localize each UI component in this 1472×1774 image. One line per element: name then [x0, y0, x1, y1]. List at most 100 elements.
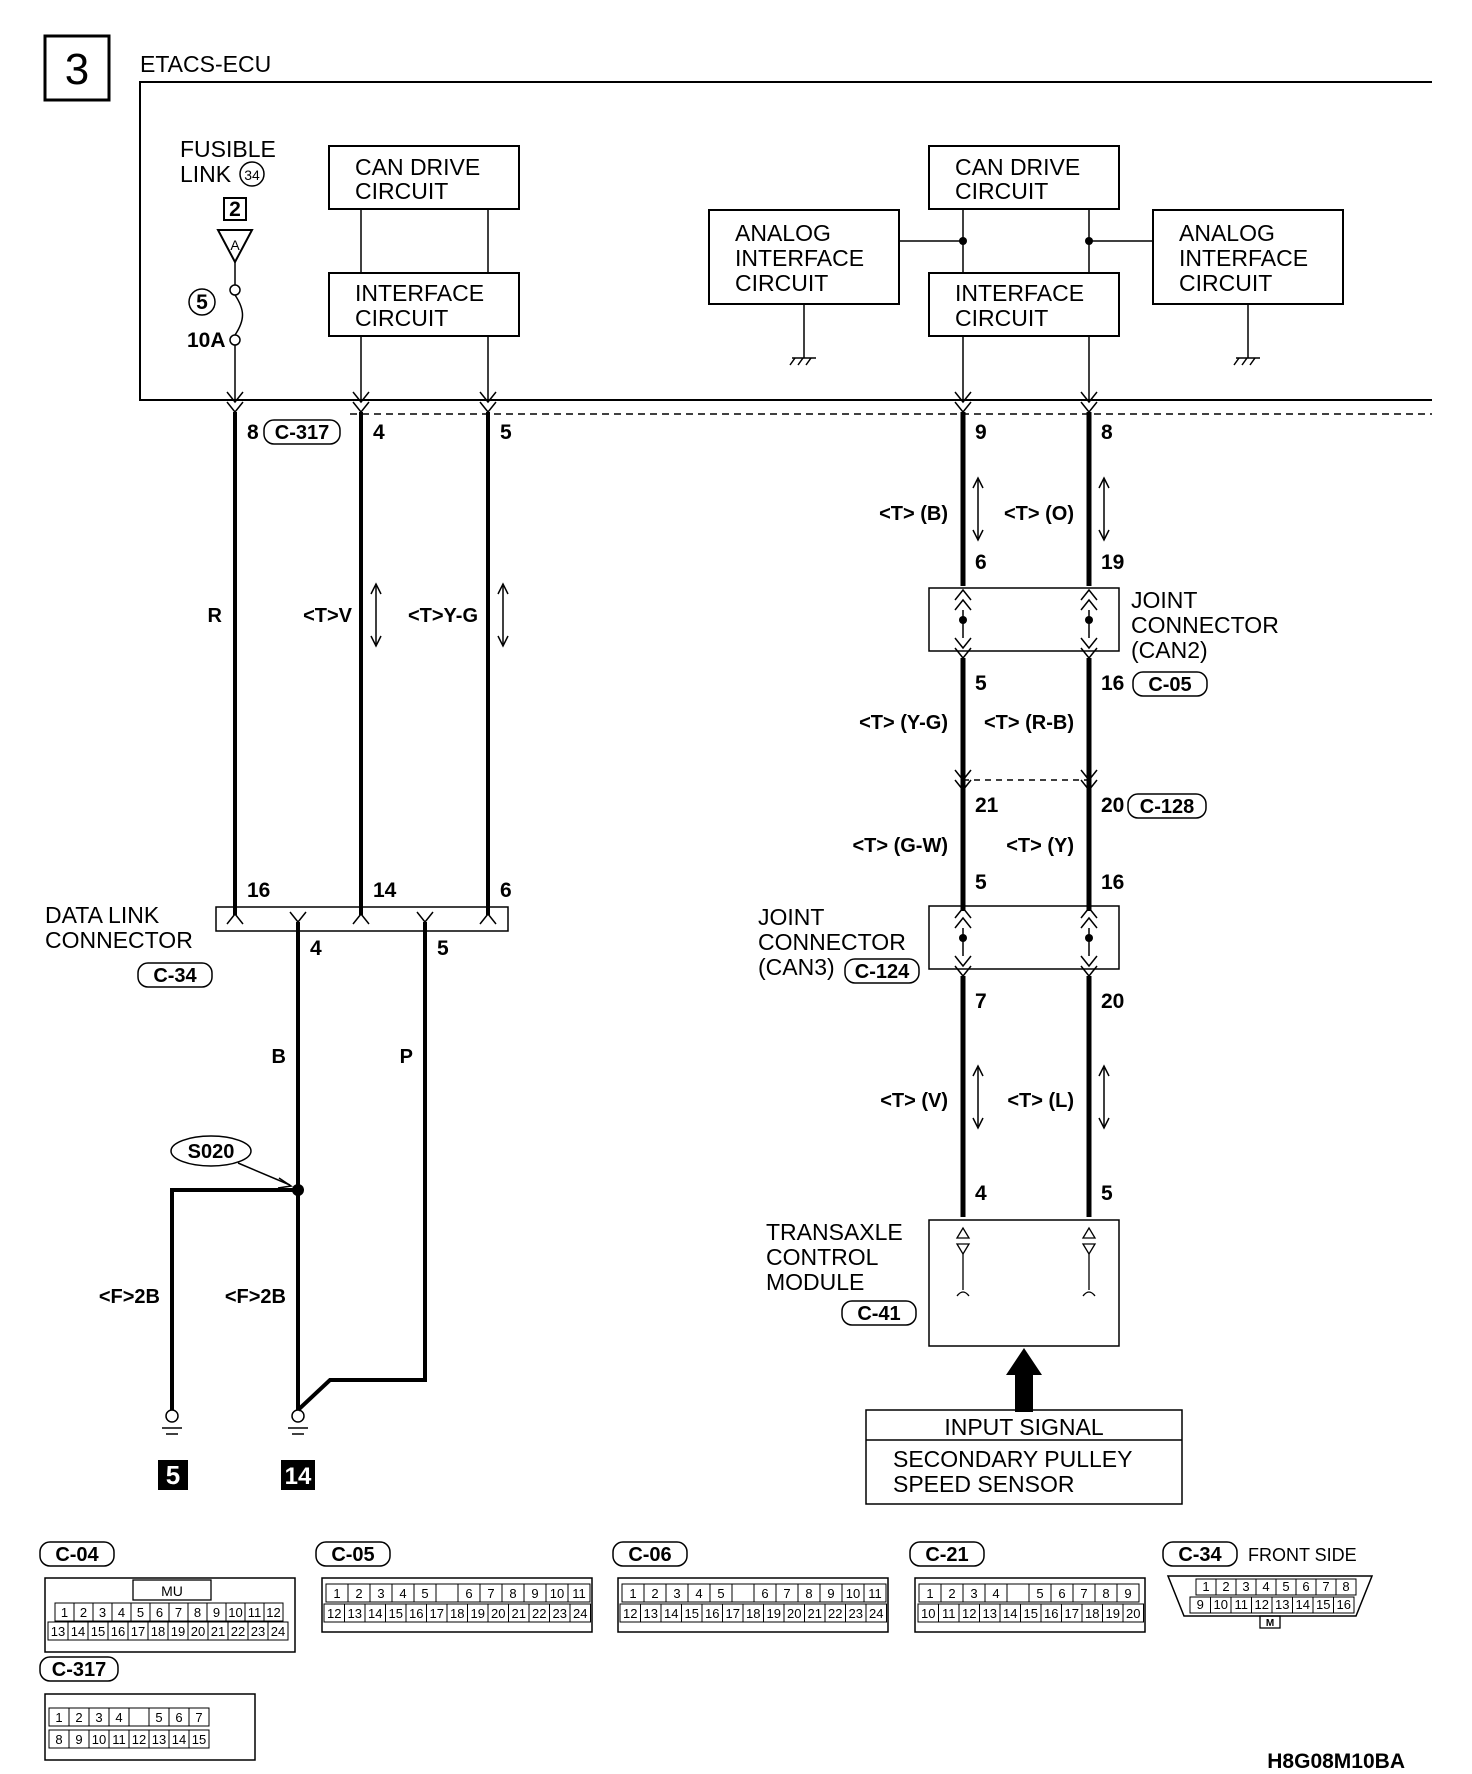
c06-name: C-06	[628, 1544, 671, 1566]
connector-cavity	[1335, 1578, 1357, 1596]
connector-pin-number: 1	[333, 1586, 340, 1601]
connector-pin-number: 15	[192, 1732, 206, 1747]
connector-pin-number: 23	[251, 1624, 265, 1639]
right-interface-circuit: INTERFACE CIRCUIT	[928, 272, 1120, 337]
bidirectional-arrow-icon	[497, 582, 509, 648]
fusible-link: FUSIBLE LINK 34 2 A 5 10A	[180, 136, 276, 400]
wire-label-f2b-right: <F>2B	[225, 1286, 286, 1308]
connector-pin-number: 4	[1262, 1579, 1269, 1594]
c128-tag: C-128	[1140, 796, 1194, 818]
connector-pin-number: 3	[99, 1605, 106, 1620]
connector-pin-number: 17	[430, 1606, 444, 1621]
tcm-label2: CONTROL	[766, 1244, 879, 1270]
connector-cavity	[731, 1583, 755, 1603]
connector-pin-number: 23	[553, 1606, 567, 1621]
connector-pin-number: 20	[491, 1606, 505, 1621]
c04-mark: MU	[161, 1583, 183, 1599]
connector-pin-number: 5	[717, 1586, 724, 1601]
connector-pin-number: 5	[1036, 1586, 1043, 1601]
analog-interface-left: ANALOG INTERFACE CIRCUIT	[708, 209, 967, 366]
analog-right-line1: ANALOG	[1179, 220, 1275, 246]
can2-pin6: 6	[975, 551, 987, 574]
connector-pin-number: 3	[970, 1586, 977, 1601]
connector-cavity	[1006, 1583, 1030, 1603]
connector-pin-number: 1	[926, 1586, 933, 1601]
input-arrow-icon	[1006, 1348, 1042, 1412]
wire-label-tv2: <T> (V)	[880, 1090, 948, 1112]
connector-pin-number: 6	[175, 1710, 182, 1725]
connector-tag-c128: C-128	[1127, 793, 1207, 819]
connector-pin-number: 16	[1044, 1606, 1058, 1621]
connector-pin-number: 2	[651, 1586, 658, 1601]
dlc-pin14: 14	[373, 879, 397, 902]
wire-label-b: B	[272, 1046, 286, 1068]
connector-pin-number: 11	[248, 1605, 262, 1620]
connector-pin-number: 5	[155, 1710, 162, 1725]
connector-pin-number: 8	[805, 1586, 812, 1601]
connector-cavity	[128, 1707, 150, 1727]
connector-pin-number: 14	[172, 1732, 186, 1747]
wire-label-f2b-left: <F>2B	[99, 1286, 160, 1308]
connector-pin-number: 2	[75, 1710, 82, 1725]
connector-pin-number: 15	[389, 1606, 403, 1621]
can3-pin16: 16	[1101, 871, 1124, 894]
connector-cavity	[865, 1603, 887, 1623]
connector-cavity	[267, 1621, 289, 1641]
connector-pin-number: 13	[644, 1606, 658, 1621]
bidirectional-arrow-icon	[370, 582, 382, 648]
connector-pin-number: 9	[1124, 1586, 1131, 1601]
can2-pin16: 16	[1101, 672, 1124, 695]
wire-label-tv: <T>V	[303, 605, 353, 627]
connector-pin-number: 22	[828, 1606, 842, 1621]
connector-pin-number: 4	[992, 1586, 999, 1601]
connector-pin-number: 20	[1126, 1606, 1140, 1621]
ecu-pin-markers	[226, 391, 1098, 414]
transaxle-control-module: TRANSAXLE CONTROL MODULE C-41	[766, 1219, 1120, 1347]
ground-icon	[288, 1409, 308, 1435]
connector-pin-number: 13	[152, 1732, 166, 1747]
c317-tag: C-317	[275, 422, 329, 444]
ground-icon	[162, 1409, 182, 1435]
wire-label-to: <T> (O)	[1004, 503, 1074, 525]
can3-pin20: 20	[1101, 990, 1124, 1013]
connector-pin-number: 4	[118, 1605, 125, 1620]
analog-right-line3: CIRCUIT	[1179, 270, 1272, 296]
connector-pin-number: 2	[80, 1605, 87, 1620]
connector-pin-number: 2	[355, 1586, 362, 1601]
connector-pin-number: 6	[465, 1586, 472, 1601]
analog-right-line2: INTERFACE	[1179, 245, 1308, 271]
connector-pin-number: 21	[808, 1606, 822, 1621]
connector-pin-number: 7	[1322, 1579, 1329, 1594]
can2-label3: (CAN2)	[1131, 637, 1208, 663]
dlc-pin16: 16	[247, 879, 270, 902]
c05-tag: C-05	[1148, 674, 1191, 696]
ground-point-5: 5	[158, 1460, 188, 1490]
connector-pin-number: 16	[409, 1606, 423, 1621]
connector-pin-number: 13	[51, 1624, 65, 1639]
connector-pin-number: 17	[131, 1624, 145, 1639]
wire-label-tb: <T> (B)	[879, 503, 948, 525]
bidirectional-arrow-icon	[972, 476, 984, 542]
data-link-connector: DATA LINK CONNECTOR C-34 16 14 6 4 5	[45, 879, 512, 988]
connector-pin-number: 7	[1080, 1586, 1087, 1601]
connector-pin-number: 9	[75, 1732, 82, 1747]
can3-pin5: 5	[975, 871, 987, 894]
connector-pin-number: 2	[1222, 1579, 1229, 1594]
wire-label-trb: <T> (R-B)	[984, 712, 1074, 734]
connector-pin-number: 17	[1065, 1606, 1079, 1621]
connector-pin-number: 19	[171, 1624, 185, 1639]
can-transceiver-icon	[955, 1226, 1097, 1297]
can3-pin7: 7	[975, 990, 987, 1013]
connector-pin-number: 15	[91, 1624, 105, 1639]
connector-pin-number: 3	[95, 1710, 102, 1725]
left-iface-line1: INTERFACE	[355, 280, 484, 306]
c34-front-side: FRONT SIDE	[1248, 1545, 1357, 1565]
connector-pin-number: 3	[673, 1586, 680, 1601]
connector-pin-number: 15	[1024, 1606, 1038, 1621]
left-can-drive-circuit: CAN DRIVE CIRCUIT	[328, 145, 520, 210]
input-signal-box: INPUT SIGNAL SECONDARY PULLEY SPEED SENS…	[865, 1409, 1183, 1505]
